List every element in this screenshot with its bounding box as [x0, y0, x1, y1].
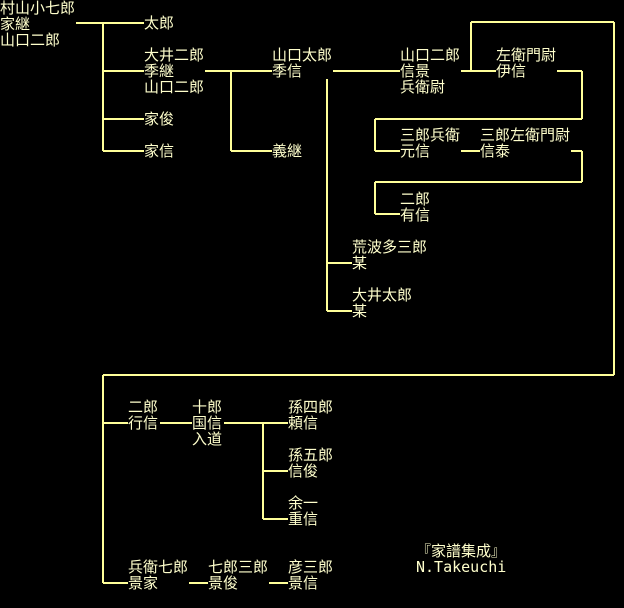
person-name: 景信 [288, 575, 335, 591]
person-name: 国信 [192, 414, 224, 432]
person-title: 大井太郎 [352, 286, 414, 304]
person-title: 二郎 [400, 190, 432, 208]
person-name: 季信 [272, 63, 334, 79]
person-status: 入道 [192, 430, 224, 448]
person-kagetoshi: 七郎三郎 景俊 [208, 558, 270, 591]
person-alias: 山口二郎 [0, 32, 77, 48]
person-office: 兵衛尉 [400, 79, 462, 95]
person-title: 二郎 [128, 398, 160, 416]
person-kageie: 兵衛七郎 景家 [128, 558, 190, 591]
person-title: 七郎三郎 [208, 558, 270, 576]
person-name: 某 [352, 255, 429, 271]
person-suenobu: 山口太郎 季信 [272, 46, 334, 79]
person-nobutoshi: 孫五郎 信俊 [288, 446, 335, 479]
person-title: 孫五郎 [288, 446, 335, 464]
person-name: 某 [352, 303, 414, 319]
person-kagenobu: 彦三郎 景信 [288, 558, 335, 591]
person-name: 景俊 [208, 575, 270, 591]
person-name: 信景 [400, 63, 462, 79]
person-name: 信泰 [480, 143, 572, 159]
person-title: 山口太郎 [272, 46, 334, 64]
person-name: 信俊 [288, 463, 335, 479]
person-arahata: 荒波多三郎 某 [352, 238, 429, 271]
person-title: 彦三郎 [288, 558, 335, 576]
person-alias: 山口二郎 [144, 78, 206, 96]
person-name: 太郎 [144, 14, 176, 32]
person-korenobu: 左衛門尉 伊信 [496, 46, 558, 79]
person-name: 有信 [400, 206, 432, 224]
person-name: 家俊 [144, 110, 176, 128]
person-nobukage: 山口二郎 信景 兵衛尉 [400, 46, 462, 95]
person-title: 孫四郎 [288, 398, 335, 416]
person-title: 山口二郎 [400, 46, 462, 64]
person-title: 村山小七郎 [0, 0, 77, 17]
author-name: N.Takeuchi [416, 558, 507, 576]
person-name: 元信 [400, 143, 462, 159]
person-shigenobu: 余一 重信 [288, 494, 320, 528]
person-ienobu: 家信 [144, 142, 176, 160]
person-ietoshi: 家俊 [144, 110, 176, 128]
person-suetsugu: 大井二郎 季継 山口二郎 [144, 46, 206, 96]
credit-block: 『家譜集成』 N.Takeuchi [416, 543, 506, 575]
person-title: 三郎左衛門尉 [480, 126, 572, 144]
person-yukinobu: 二郎 行信 [128, 398, 160, 432]
person-name: 家継 [0, 16, 77, 32]
person-title: 大井二郎 [144, 46, 206, 64]
person-root: 村山小七郎 家継 山口二郎 [0, 0, 77, 48]
person-title: 三郎兵衛 [400, 126, 462, 144]
person-title: 余一 [288, 494, 320, 512]
person-motonobu: 三郎兵衛 元信 [400, 126, 462, 159]
person-yorinobu: 孫四郎 頼信 [288, 398, 335, 431]
person-title: 荒波多三郎 [352, 238, 429, 256]
person-title: 左衛門尉 [496, 46, 558, 64]
person-title: 十郎 [192, 398, 224, 416]
person-name: 季継 [144, 63, 206, 79]
source-title: 『家譜集成』 [416, 542, 507, 560]
person-taro: 太郎 [144, 14, 176, 32]
person-name: 重信 [288, 510, 320, 528]
person-name: 伊信 [496, 63, 558, 79]
person-name: 景家 [128, 575, 190, 591]
person-name: 家信 [144, 142, 176, 160]
person-kuninobu: 十郎 国信 入道 [192, 398, 224, 448]
person-oi-taro: 大井太郎 某 [352, 286, 414, 319]
person-yoshitsugu: 義継 [272, 142, 304, 160]
person-nobuyasu: 三郎左衛門尉 信泰 [480, 126, 572, 159]
person-name: 行信 [128, 414, 160, 432]
person-name: 頼信 [288, 415, 335, 431]
person-name: 義継 [272, 142, 304, 160]
person-arinobu: 二郎 有信 [400, 190, 432, 224]
person-title: 兵衛七郎 [128, 558, 190, 576]
